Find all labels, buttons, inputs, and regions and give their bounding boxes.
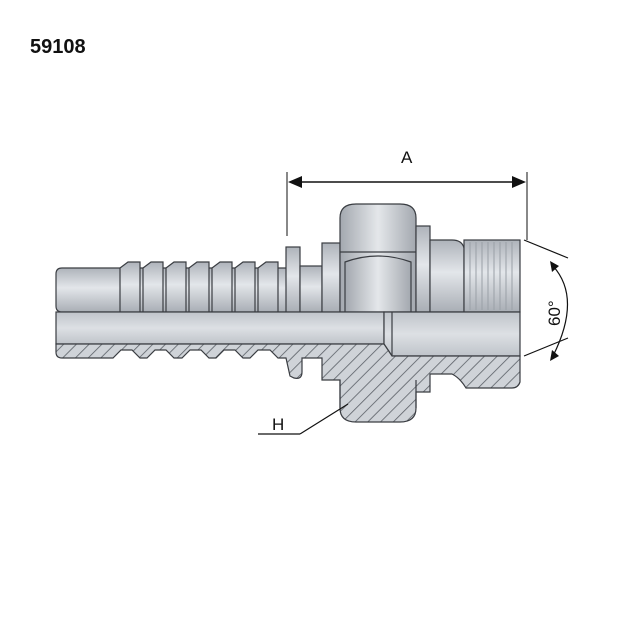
part-number: 59108 xyxy=(30,36,86,58)
angle-label: 60° xyxy=(545,300,564,326)
hex-leader xyxy=(258,403,349,435)
dimension-a xyxy=(286,172,528,240)
collar xyxy=(285,246,301,313)
thread-lines xyxy=(469,242,513,310)
hex-label: H xyxy=(272,415,284,434)
angle-dimension xyxy=(523,239,569,361)
barbs xyxy=(119,261,279,313)
bore xyxy=(55,311,521,357)
thread-relief xyxy=(429,239,465,313)
dimension-a-label: A xyxy=(401,148,413,167)
section-hatch xyxy=(55,343,521,423)
fitting-section-half xyxy=(55,343,521,423)
fitting-exterior-half xyxy=(55,203,521,313)
